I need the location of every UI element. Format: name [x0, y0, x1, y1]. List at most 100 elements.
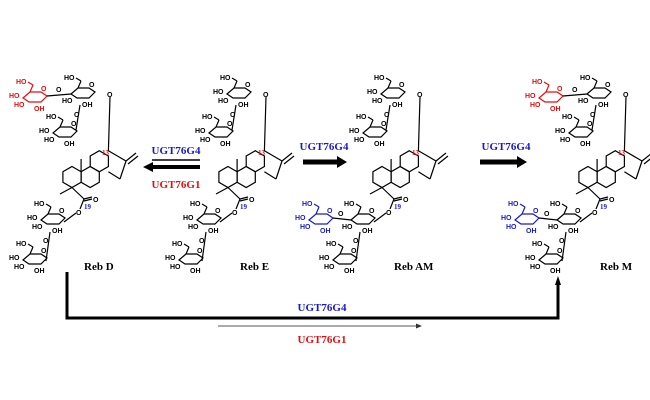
ring [372, 165, 392, 189]
hydroxyl-label: OH [526, 228, 537, 235]
bond [201, 203, 208, 208]
bond [183, 243, 190, 248]
compound-label: Reb M [600, 261, 633, 273]
bond [29, 246, 34, 255]
ring-oxygen: O [575, 208, 581, 215]
hydroxyl-label: HO [530, 102, 541, 109]
hydroxyl-label: HO [354, 137, 365, 144]
compound-label: Reb AM [394, 261, 434, 273]
bond [561, 231, 567, 262]
hydroxyl-label: OH [82, 102, 93, 109]
bond [47, 206, 52, 215]
oxygen: O [43, 238, 49, 245]
pyranose-ring [178, 253, 204, 265]
ring [578, 165, 598, 189]
bond [573, 116, 580, 121]
bond [367, 116, 374, 121]
bond [227, 187, 241, 200]
bond [545, 246, 550, 255]
ring-oxygen: O [197, 248, 203, 255]
pyranose-ring [22, 253, 48, 265]
carbon-13-label: 13 [618, 149, 626, 157]
hydroxyl-label: HO [562, 114, 573, 121]
hydroxyl-label: OH [550, 268, 561, 275]
hydroxyl-label: OH [34, 106, 45, 113]
bond [521, 206, 526, 215]
bond [83, 198, 93, 202]
ring-oxygen: O [41, 248, 47, 255]
bond [264, 150, 283, 162]
oxygen: O [56, 87, 62, 94]
pyranose-ring [208, 126, 234, 138]
hydroxyl-label: HO [532, 241, 543, 248]
pyranose-ring [514, 213, 540, 225]
hydroxyl-label: HO [372, 98, 383, 105]
bond [418, 150, 437, 162]
bond [587, 187, 601, 200]
oxygen: O [199, 238, 205, 245]
bond [595, 198, 601, 210]
hydroxyl-label: HO [64, 75, 75, 82]
oxygen: O [590, 112, 596, 119]
compound-reb-am: 13OO19OHOHOHOOHOHOHOHOOHOOHOHOOHOHOHOHOO… [295, 75, 449, 275]
hydroxyl-label: OH [208, 228, 219, 235]
bond [313, 203, 320, 208]
bond [215, 186, 229, 195]
hydroxyl-label: HO [44, 137, 55, 144]
bond [385, 77, 392, 82]
ring-oxygen: O [381, 121, 387, 128]
hydroxyl-label: OH [598, 102, 609, 109]
hydroxyl-label: HO [190, 201, 201, 208]
oxygen: O [384, 112, 390, 119]
bond [385, 104, 391, 131]
hydroxyl-label: HO [195, 128, 206, 135]
hydroxyl-label: HO [200, 137, 211, 144]
hydroxyl-label: HO [532, 79, 543, 86]
bond [591, 104, 597, 131]
enzyme-label-ugt76g1: UGT76G1 [152, 179, 201, 191]
hydroxyl-label: HO [525, 255, 536, 262]
compound-reb-d: 13OO19OHOHOOHOHOHOHOOHOOHOHOHOOHOHOHOHOO… [9, 75, 139, 275]
ring-oxygen: O [215, 208, 221, 215]
hydroxyl-label: OH [374, 141, 385, 148]
oxygen: O [572, 87, 578, 94]
hydroxyl-label: HO [550, 201, 561, 208]
pyranose-ring [538, 253, 564, 265]
bond [543, 243, 550, 248]
bond [125, 152, 137, 162]
bond [519, 203, 526, 208]
hydroxyl-label: HO [506, 224, 517, 231]
oxygen: O [386, 210, 392, 217]
bond [127, 155, 139, 165]
ring-oxygen: O [89, 82, 95, 89]
hydroxyl-label: HO [349, 128, 360, 135]
ring-oxygen: O [245, 82, 251, 89]
hydroxyl-label: HO [374, 75, 385, 82]
bond [357, 206, 362, 215]
enzyme-label-ugt76g4: UGT76G4 [482, 141, 531, 153]
compound-label: Reb E [240, 261, 269, 273]
hydroxyl-label: HO [501, 215, 512, 222]
bond [107, 96, 111, 151]
hydroxyl-label: HO [27, 215, 38, 222]
hydroxyl-label: HO [525, 93, 536, 100]
bond [429, 160, 437, 180]
oxygen: O [263, 92, 269, 99]
bond [108, 171, 121, 180]
ring-oxygen: O [59, 208, 65, 215]
bond [538, 217, 558, 221]
oxygen: O [76, 210, 82, 217]
carbon-19-label: 19 [394, 203, 402, 211]
oxygen: O [338, 211, 344, 218]
hydroxyl-label: OH [320, 228, 331, 235]
hydroxyl-label: HO [367, 89, 378, 96]
ring-oxygen: O [399, 82, 405, 89]
pyranose-ring [70, 87, 96, 99]
bond [355, 203, 362, 208]
hydroxyl-label: HO [580, 75, 591, 82]
carbon-13-label: 13 [102, 149, 110, 157]
bond [83, 196, 93, 200]
